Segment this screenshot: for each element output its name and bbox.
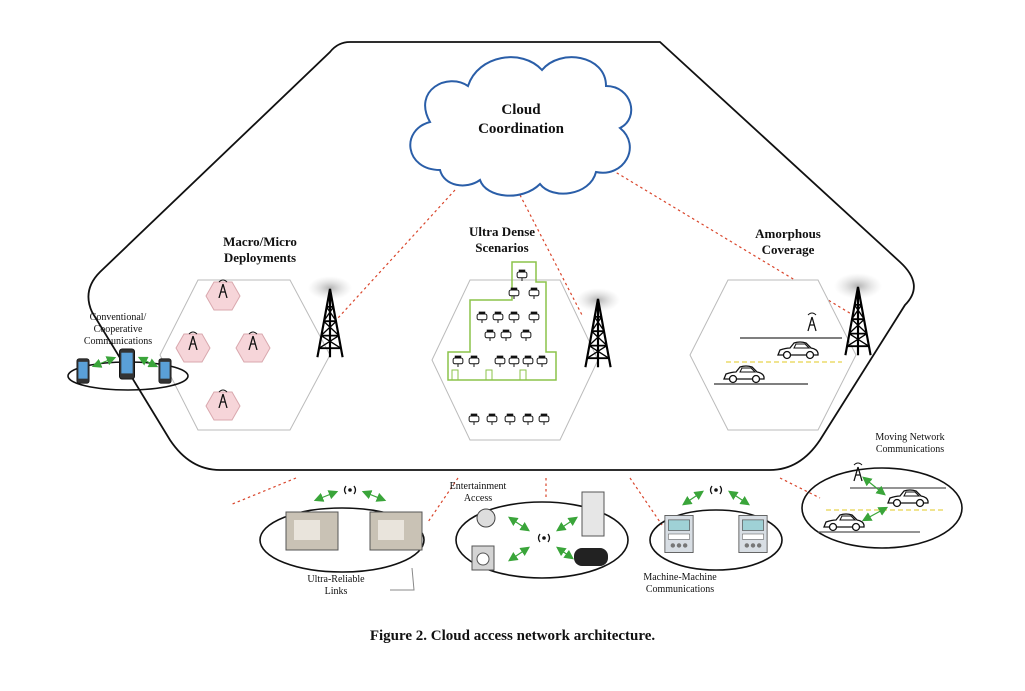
cloud-title-line1: Cloud: [501, 102, 541, 118]
zone-macro-title-line2: Deployments: [224, 250, 296, 265]
speaker-icon: [574, 548, 608, 566]
phone-icon: [76, 358, 90, 384]
zone-amorphous-title-line2: Coverage: [762, 242, 815, 257]
amorphous-road-scene: [714, 312, 842, 385]
wireless-signal-icon: [343, 485, 357, 495]
zone-ultra-title-line2: Scenarios: [475, 240, 528, 255]
ultra-dense-building: [447, 261, 557, 425]
entertainment-label-line1: Entertainment: [450, 481, 507, 492]
ultra-reliable-label-line1: Ultra-Reliable: [307, 574, 365, 585]
cloud-title-line2: Coordination: [478, 121, 565, 137]
conventional-label-line1: Conventional/: [90, 312, 147, 323]
conventional-label-line2: Cooperative: [94, 324, 143, 335]
cloud-coordination: Cloud Coordination: [409, 56, 633, 197]
conventional-group: Conventional/ Cooperative Communications: [67, 312, 189, 391]
meter-icon: [664, 515, 694, 553]
phone-icon: [118, 348, 136, 380]
small-cell-hexagons: [175, 279, 271, 421]
car-icon: [887, 489, 929, 508]
zone-ultra-title-line1: Ultra Dense: [469, 224, 535, 239]
ultra-reliable-group: Ultra-Reliable Links: [259, 485, 425, 597]
zone-amorphous-title-line1: Amorphous: [755, 226, 821, 241]
moving-network-group: Moving Network Communications: [801, 432, 963, 549]
moving-label-line1: Moving Network: [875, 432, 944, 443]
wireless-signal-icon: [537, 533, 551, 543]
refrigerator-icon: [581, 491, 605, 537]
ultra-reliable-label-line2: Links: [325, 586, 348, 597]
conventional-label-line3: Communications: [84, 336, 152, 347]
meter-icon: [738, 515, 768, 553]
machine-group: Machine-Machine Communications: [643, 485, 783, 595]
car-icon: [823, 513, 865, 532]
figure-caption: Figure 2. Cloud access network architect…: [369, 628, 656, 644]
zone-amorphous-hexagon: [689, 279, 857, 431]
machine-label-line2: Communications: [646, 584, 714, 595]
camera-icon: [476, 508, 496, 528]
entertainment-group: Entertainment Access: [450, 481, 629, 579]
wireless-signal-icon: [709, 485, 723, 495]
zone-macro-title-line1: Macro/Micro: [223, 234, 297, 249]
coordination-links: [229, 169, 859, 526]
entertainment-label-line2: Access: [464, 493, 492, 504]
machine-label-line1: Machine-Machine: [643, 572, 717, 583]
moving-label-line2: Communications: [876, 444, 944, 455]
phone-icon: [158, 358, 172, 384]
